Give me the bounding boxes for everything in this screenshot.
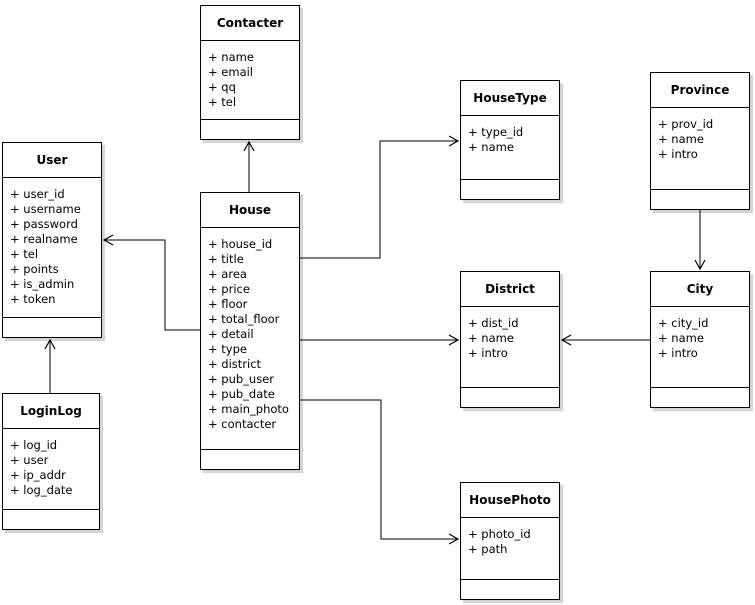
attribute: + total_floor bbox=[208, 312, 280, 326]
entity-empty-compartment bbox=[651, 388, 749, 407]
attribute: + prov_id bbox=[658, 117, 714, 131]
attribute: + name bbox=[208, 50, 254, 64]
entity-attribute-list: + user_id + username + password + realna… bbox=[3, 178, 101, 318]
attribute: + district bbox=[208, 357, 262, 371]
entity-attribute-list: + name + email + qq + tel bbox=[201, 41, 299, 120]
attribute: + qq bbox=[208, 80, 236, 94]
connector-house-to-housephoto[interactable] bbox=[300, 399, 458, 539]
attribute: + realname bbox=[10, 232, 78, 246]
entity-attribute-list: + city_id + name + intro bbox=[651, 307, 749, 388]
attribute: + token bbox=[10, 292, 56, 306]
attribute: + house_id bbox=[208, 237, 273, 251]
attribute: + intro bbox=[658, 147, 698, 161]
entity-province[interactable]: Province + prov_id + name + intro bbox=[650, 72, 750, 210]
attribute: + area bbox=[208, 267, 247, 281]
attribute: + user_id bbox=[10, 187, 65, 201]
attribute: + intro bbox=[468, 346, 508, 360]
entity-house[interactable]: House + house_id + title + area + price … bbox=[200, 192, 300, 470]
entity-housephoto[interactable]: HousePhoto + photo_id + path bbox=[460, 482, 560, 600]
attribute: + pub_user bbox=[208, 372, 275, 386]
entity-title: HousePhoto bbox=[461, 483, 559, 518]
entity-empty-compartment bbox=[201, 450, 299, 469]
entity-title: HouseType bbox=[461, 81, 559, 116]
entity-housetype[interactable]: HouseType + type_id + name bbox=[460, 80, 560, 200]
attribute: + is_admin bbox=[10, 277, 75, 291]
attribute: + main_photo bbox=[208, 402, 289, 416]
entity-attribute-list: + house_id + title + area + price + floo… bbox=[201, 228, 299, 450]
attribute: + name bbox=[658, 132, 704, 146]
attribute: + username bbox=[10, 202, 81, 216]
entity-attribute-list: + prov_id + name + intro bbox=[651, 108, 749, 190]
entity-empty-compartment bbox=[461, 180, 559, 199]
attribute: + name bbox=[468, 140, 514, 154]
entity-attribute-list: + photo_id + path bbox=[461, 518, 559, 580]
entity-title: LoginLog bbox=[3, 394, 99, 429]
connector-house-to-housetype[interactable] bbox=[300, 141, 458, 259]
entity-title: District bbox=[461, 272, 559, 307]
attribute: + log_id bbox=[10, 438, 58, 452]
entity-empty-compartment bbox=[461, 388, 559, 407]
entity-empty-compartment bbox=[651, 190, 749, 209]
entity-attribute-list: + dist_id + name + intro bbox=[461, 307, 559, 388]
attribute: + password bbox=[10, 217, 78, 231]
entity-district[interactable]: District + dist_id + name + intro bbox=[460, 271, 560, 408]
entity-title: Contacter bbox=[201, 6, 299, 41]
entity-attribute-list: + log_id + user + ip_addr + log_date bbox=[3, 429, 99, 510]
entity-city[interactable]: City + city_id + name + intro bbox=[650, 271, 750, 408]
entity-empty-compartment bbox=[461, 580, 559, 599]
attribute: + pub_date bbox=[208, 387, 275, 401]
attribute: + detail bbox=[208, 327, 254, 341]
attribute: + ip_addr bbox=[10, 468, 66, 482]
entity-empty-compartment bbox=[3, 510, 99, 529]
entity-empty-compartment bbox=[3, 318, 101, 337]
attribute: + price bbox=[208, 282, 250, 296]
attribute: + email bbox=[208, 65, 254, 79]
attribute: + name bbox=[658, 331, 704, 345]
attribute: + tel bbox=[10, 247, 39, 261]
entity-user[interactable]: User + user_id + username + password + r… bbox=[2, 142, 102, 338]
attribute: + log_date bbox=[10, 483, 73, 497]
entity-title: House bbox=[201, 193, 299, 228]
attribute: + tel bbox=[208, 95, 237, 109]
attribute: + city_id bbox=[658, 316, 709, 330]
entity-title: City bbox=[651, 272, 749, 307]
attribute: + path bbox=[468, 542, 508, 556]
entity-title: User bbox=[3, 143, 101, 178]
attribute: + name bbox=[468, 331, 514, 345]
attribute: + contacter bbox=[208, 417, 277, 431]
attribute: + floor bbox=[208, 297, 248, 311]
entity-loginlog[interactable]: LoginLog + log_id + user + ip_addr + log… bbox=[2, 393, 100, 530]
attribute: + type bbox=[208, 342, 247, 356]
attribute: + photo_id bbox=[468, 527, 531, 541]
entity-attribute-list: + type_id + name bbox=[461, 116, 559, 180]
entity-title: Province bbox=[651, 73, 749, 108]
entity-empty-compartment bbox=[201, 120, 299, 139]
attribute: + dist_id bbox=[468, 316, 519, 330]
attribute: + title bbox=[208, 252, 244, 266]
attribute: + intro bbox=[658, 346, 698, 360]
attribute: + type_id bbox=[468, 125, 524, 139]
entity-contacter[interactable]: Contacter + name + email + qq + tel bbox=[200, 5, 300, 140]
connector-house-to-user[interactable] bbox=[104, 240, 200, 331]
attribute: + points bbox=[10, 262, 59, 276]
attribute: + user bbox=[10, 453, 49, 467]
